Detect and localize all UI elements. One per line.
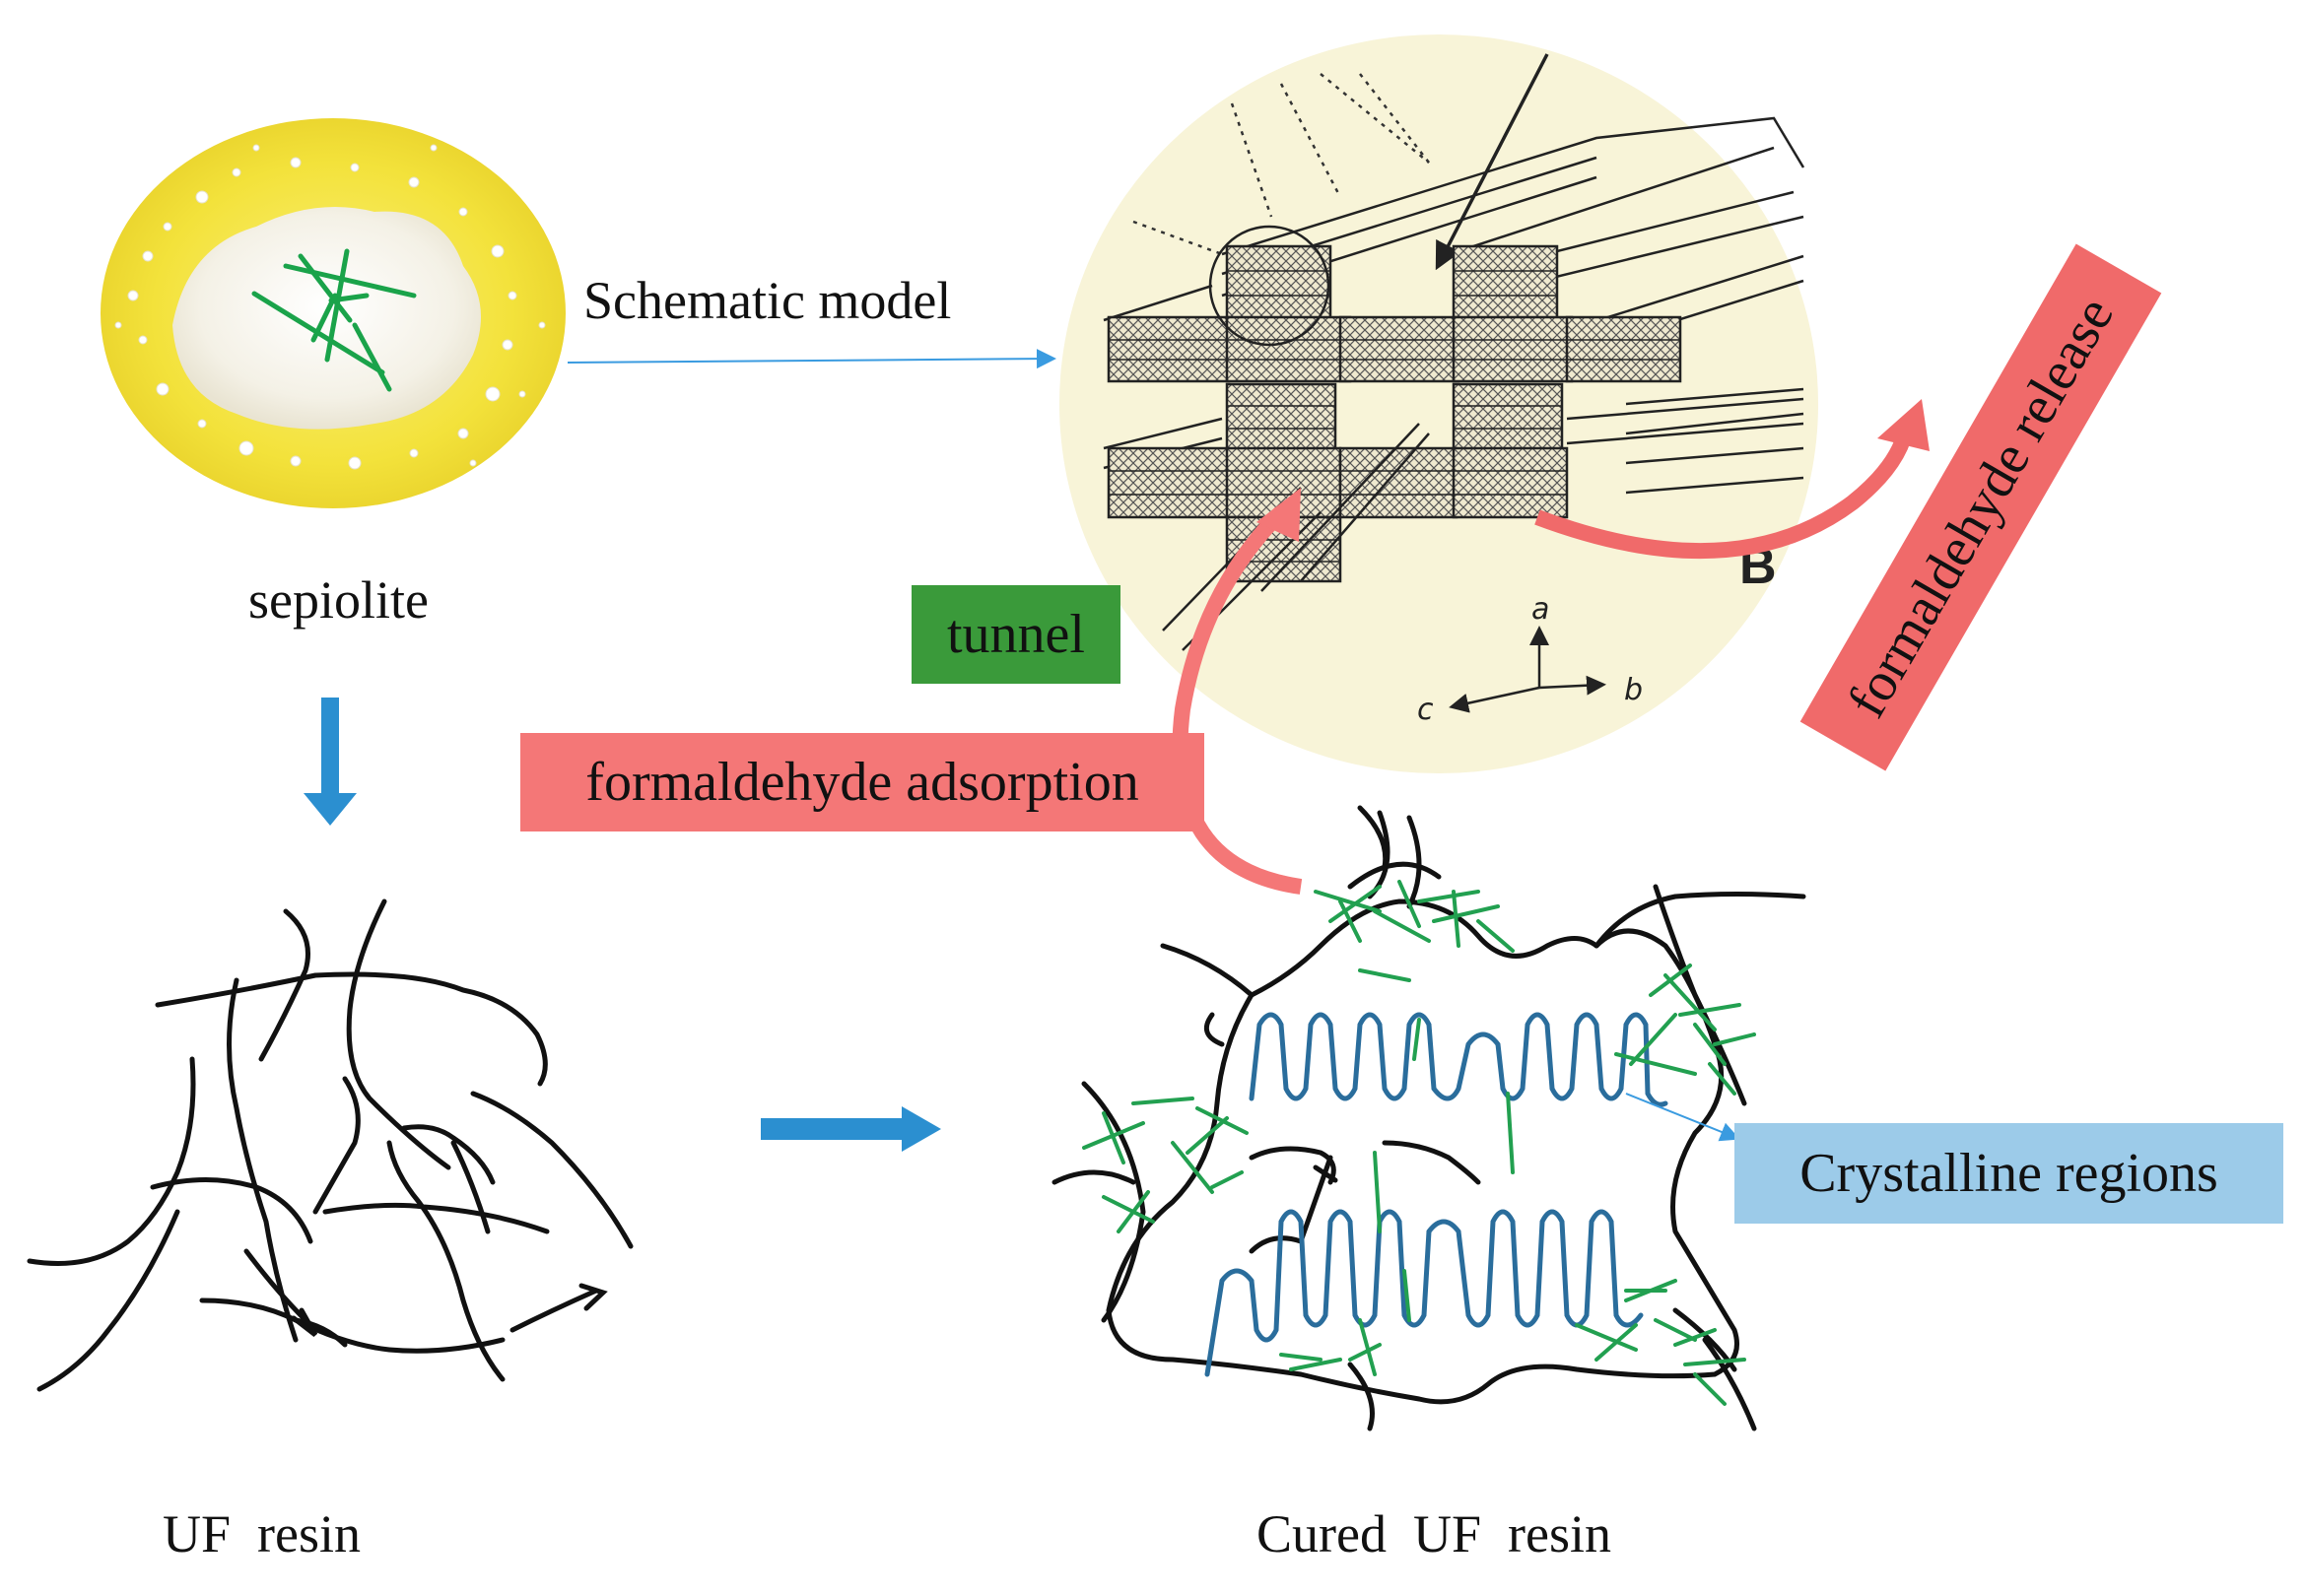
tunnel-label: tunnel (912, 585, 1120, 684)
schematic-model-label: Schematic model (583, 271, 952, 330)
sepiolite-crystal-structure-image (1059, 34, 1818, 773)
release-arrow (1534, 399, 1930, 560)
sepiolite-label: sepiolite (248, 570, 429, 630)
uf-resin-label: UF resin (163, 1504, 361, 1563)
axis-c-label: c (1417, 693, 1434, 727)
uf-resin-chains (27, 898, 634, 1392)
adsorption-arrow (1172, 488, 1303, 895)
cured-uf-resin-label: Cured UF resin (1256, 1504, 1611, 1563)
arrow-icon (761, 1106, 941, 1152)
crystalline-regions-label: Crystalline regions (1734, 1123, 2283, 1224)
axis-b-label: b (1624, 673, 1643, 707)
formaldehyde-adsorption-label: formaldehyde adsorption (520, 733, 1204, 831)
axis-a-label: a (1531, 592, 1549, 627)
schematic-arrow (567, 349, 1056, 369)
cured-uf-resin-network (1051, 805, 1806, 1431)
sepiolite-powder-image (101, 118, 566, 508)
arrow-icon (304, 698, 357, 826)
